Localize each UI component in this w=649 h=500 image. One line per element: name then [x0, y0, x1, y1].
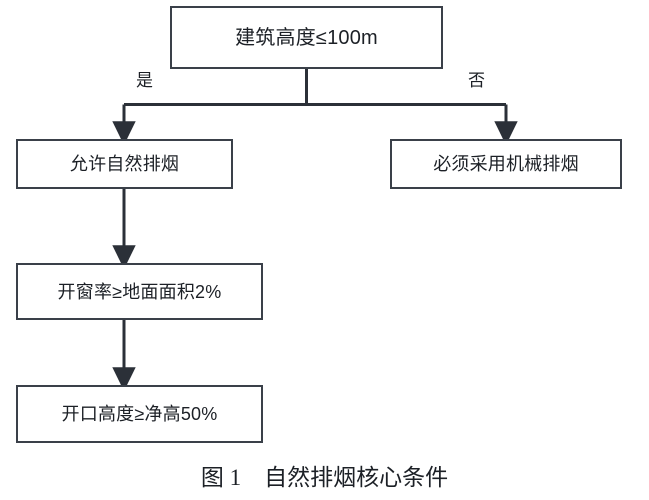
node-allow-natural-exhaust[interactable]: 允许自然排烟 [16, 139, 233, 189]
node-building-height[interactable]: 建筑高度≤100m [170, 6, 443, 69]
node-require-mechanical-exhaust[interactable]: 必须采用机械排烟 [390, 139, 622, 189]
node-window-ratio-condition[interactable]: 开窗率≥地面面积2% [16, 263, 263, 320]
node-opening-height-condition[interactable]: 开口高度≥净高50% [16, 385, 263, 443]
branch-label-yes: 是 [136, 71, 153, 90]
node-opening-height-condition-label: 开口高度≥净高50% [61, 404, 218, 424]
node-building-height-label: 建筑高度≤100m [235, 26, 378, 49]
node-require-mechanical-exhaust-label: 必须采用机械排烟 [433, 154, 579, 174]
branch-label-no: 否 [468, 71, 485, 90]
figure-caption: 图 1 自然排烟核心条件 [200, 465, 449, 490]
node-window-ratio-condition-label: 开窗率≥地面面积2% [57, 281, 222, 302]
node-allow-natural-exhaust-label: 允许自然排烟 [69, 154, 180, 174]
